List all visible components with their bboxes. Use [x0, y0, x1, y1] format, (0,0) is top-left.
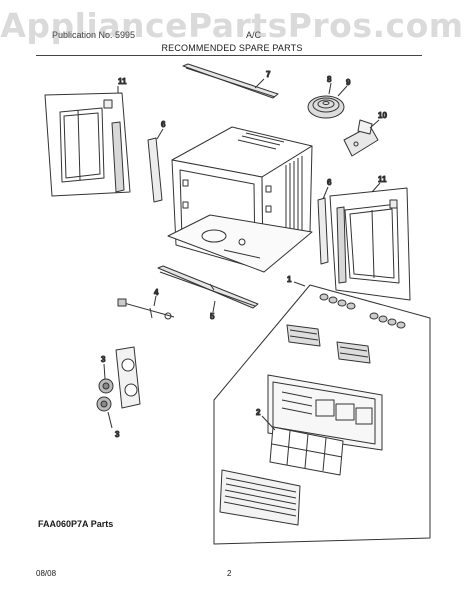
mounting-bracket: [343, 119, 379, 157]
control-knob-lower: [96, 396, 112, 412]
callout-11-left: 11: [118, 77, 127, 86]
callout-3-lower: 3: [115, 430, 120, 439]
louver-left: [286, 324, 321, 347]
rear-grille: [219, 469, 301, 526]
page-subtitle: RECOMMENDED SPARE PARTS: [161, 43, 303, 53]
callout-4: 4: [154, 288, 159, 297]
callout-11-right: 11: [378, 175, 387, 184]
callout-3-upper: 3: [101, 355, 106, 364]
leader-line: [328, 82, 332, 95]
control-panel: [115, 346, 141, 409]
header-rule: [36, 55, 422, 56]
coil-assembly: [307, 95, 345, 119]
air-filter: [269, 426, 344, 476]
callout-2: 2: [256, 408, 261, 417]
product-type: A/C: [246, 30, 262, 40]
leader-line: [371, 182, 381, 193]
callout-8: 8: [327, 75, 332, 84]
leader-line: [212, 300, 216, 313]
callout-9: 9: [346, 78, 351, 87]
publication-number: Publication No. 5995: [52, 30, 136, 40]
footer-date: 08/08: [36, 569, 57, 578]
leader-line: [293, 281, 306, 287]
louver-right: [336, 341, 371, 364]
side-curtain-right: [329, 187, 411, 301]
leader-line: [337, 85, 348, 97]
callout-1: 1: [287, 275, 292, 284]
callout-6-left: 6: [161, 120, 166, 129]
leader-line: [107, 411, 113, 429]
leader-line: [369, 119, 380, 129]
leader-line: [261, 415, 276, 431]
leader-line: [322, 186, 329, 200]
louver-clips-row-2: [369, 312, 406, 329]
leader-line: [103, 363, 106, 380]
callout-6-right: 6: [327, 178, 332, 187]
side-curtain-left: [44, 92, 131, 197]
top-rail: [182, 63, 279, 99]
model-label: FAA060P7A Parts: [38, 519, 114, 529]
control-knob-upper: [98, 378, 114, 394]
foam-strip-left: [147, 137, 163, 203]
callout-10: 10: [378, 111, 387, 120]
leader-line: [153, 295, 157, 307]
leader-line: [156, 128, 164, 140]
louver-clips-row-1: [319, 293, 356, 310]
cabinet-housing: [167, 126, 313, 273]
callout-7: 7: [266, 70, 271, 79]
drain-assembly: [117, 298, 175, 320]
bottom-rail: [157, 265, 259, 309]
page-number: 2: [227, 569, 232, 578]
front-panel-assembly-box: [213, 284, 431, 545]
leader-line: [254, 78, 265, 89]
callout-5: 5: [210, 312, 215, 321]
foam-strip-right: [317, 197, 329, 265]
